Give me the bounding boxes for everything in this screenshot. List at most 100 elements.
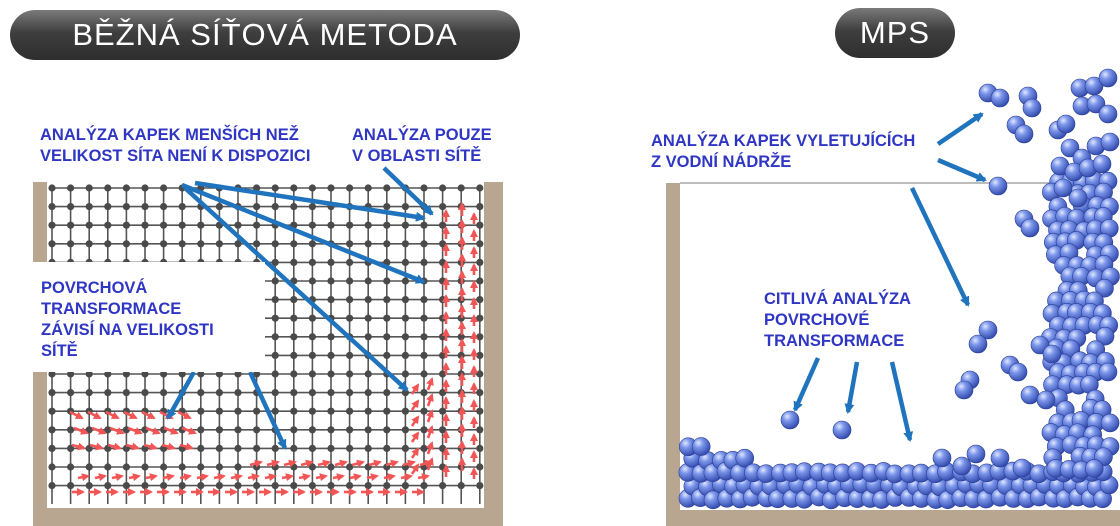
mesh-node — [290, 444, 298, 452]
mesh-node — [308, 426, 316, 434]
mesh-node — [67, 221, 75, 229]
flow-vector — [298, 473, 311, 482]
flow-vector — [109, 426, 125, 435]
mesh-node — [104, 184, 112, 192]
mesh-node — [197, 240, 205, 248]
mesh-node — [346, 277, 354, 285]
mesh-node — [327, 333, 335, 341]
flow-vector — [426, 425, 434, 439]
surface-label-box — [30, 262, 265, 372]
mesh-node — [327, 463, 335, 471]
mesh-node — [420, 370, 428, 378]
mesh-node — [401, 203, 409, 211]
particle — [954, 380, 974, 400]
mesh-node — [271, 240, 279, 248]
mesh-node — [141, 240, 149, 248]
flow-vector — [410, 383, 420, 395]
mesh-node — [346, 296, 354, 304]
mesh-node — [327, 221, 335, 229]
mesh-node — [346, 426, 354, 434]
flow-vector — [385, 459, 399, 468]
flow-vector — [230, 473, 243, 482]
flow-vector — [426, 441, 434, 455]
arrow-sensitive-1 — [792, 357, 821, 412]
mesh-node — [160, 203, 168, 211]
mesh-node — [308, 258, 316, 266]
mesh-node — [420, 184, 428, 192]
mesh-node — [476, 333, 484, 341]
particle — [1086, 94, 1106, 114]
mesh-node — [439, 351, 447, 359]
mesh-node — [85, 203, 93, 211]
arrow-sensitive-2 — [844, 361, 860, 414]
flow-vector — [71, 442, 86, 451]
mesh-node — [364, 389, 372, 397]
mesh-node — [327, 482, 335, 490]
mesh-node — [271, 184, 279, 192]
mesh-node — [85, 463, 93, 471]
mesh-node — [346, 482, 354, 490]
mesh-node — [476, 296, 484, 304]
mesh-node — [122, 482, 130, 490]
flow-vector — [145, 473, 158, 482]
mesh-node — [141, 370, 149, 378]
mesh-node — [420, 482, 428, 490]
arrow-small-drops-3 — [183, 186, 409, 392]
mesh-node — [457, 482, 465, 490]
mesh-node — [178, 463, 186, 471]
label-small-drops-line1: ANALÝZA KAPEK MENŠÍCH NEŽ — [40, 126, 299, 144]
mesh-node — [271, 389, 279, 397]
mesh-node — [476, 482, 484, 490]
mesh-node — [122, 203, 130, 211]
mesh-node — [346, 314, 354, 322]
mesh-node — [48, 463, 56, 471]
mesh-node — [420, 221, 428, 229]
mesh-node — [271, 482, 279, 490]
particle — [691, 437, 711, 456]
mesh-node — [290, 296, 298, 304]
mesh-node — [420, 426, 428, 434]
mesh-node — [439, 203, 447, 211]
mesh-node — [308, 203, 316, 211]
mesh-node — [234, 482, 242, 490]
mesh-node — [401, 444, 409, 452]
particle-cloud — [678, 68, 1120, 510]
mesh-node — [271, 296, 279, 304]
flow-vector — [125, 442, 140, 451]
flow-vector — [334, 459, 348, 468]
mesh-node — [383, 240, 391, 248]
right-title-pill: MPS — [835, 8, 955, 58]
mesh-node — [290, 463, 298, 471]
mesh-node — [85, 184, 93, 192]
mesh-node — [327, 351, 335, 359]
mesh-node — [234, 370, 242, 378]
flow-vector — [410, 415, 420, 427]
flow-vector — [179, 473, 192, 482]
mesh-node — [383, 296, 391, 304]
flow-vector — [161, 442, 176, 451]
mesh-node — [271, 370, 279, 378]
mesh-node — [420, 351, 428, 359]
mesh-node — [401, 277, 409, 285]
flow-vector — [162, 473, 175, 482]
mesh-node — [48, 370, 56, 378]
flow-vector — [123, 410, 138, 420]
mesh-node — [67, 240, 75, 248]
mesh-node — [197, 426, 205, 434]
mesh-node — [346, 240, 354, 248]
particle — [1056, 114, 1076, 134]
mesh-node — [346, 184, 354, 192]
flow-vector — [426, 393, 434, 407]
flow-vector — [247, 473, 260, 482]
mesh-node — [401, 240, 409, 248]
mesh-node — [383, 389, 391, 397]
flow-vector — [266, 459, 280, 468]
mesh-node — [476, 444, 484, 452]
flow-vector — [179, 442, 194, 451]
mesh-node — [178, 221, 186, 229]
mesh-node — [271, 444, 279, 452]
mesh-node — [308, 351, 316, 359]
particle — [1098, 104, 1118, 124]
flow-vector — [89, 442, 104, 451]
mesh-node — [308, 240, 316, 248]
